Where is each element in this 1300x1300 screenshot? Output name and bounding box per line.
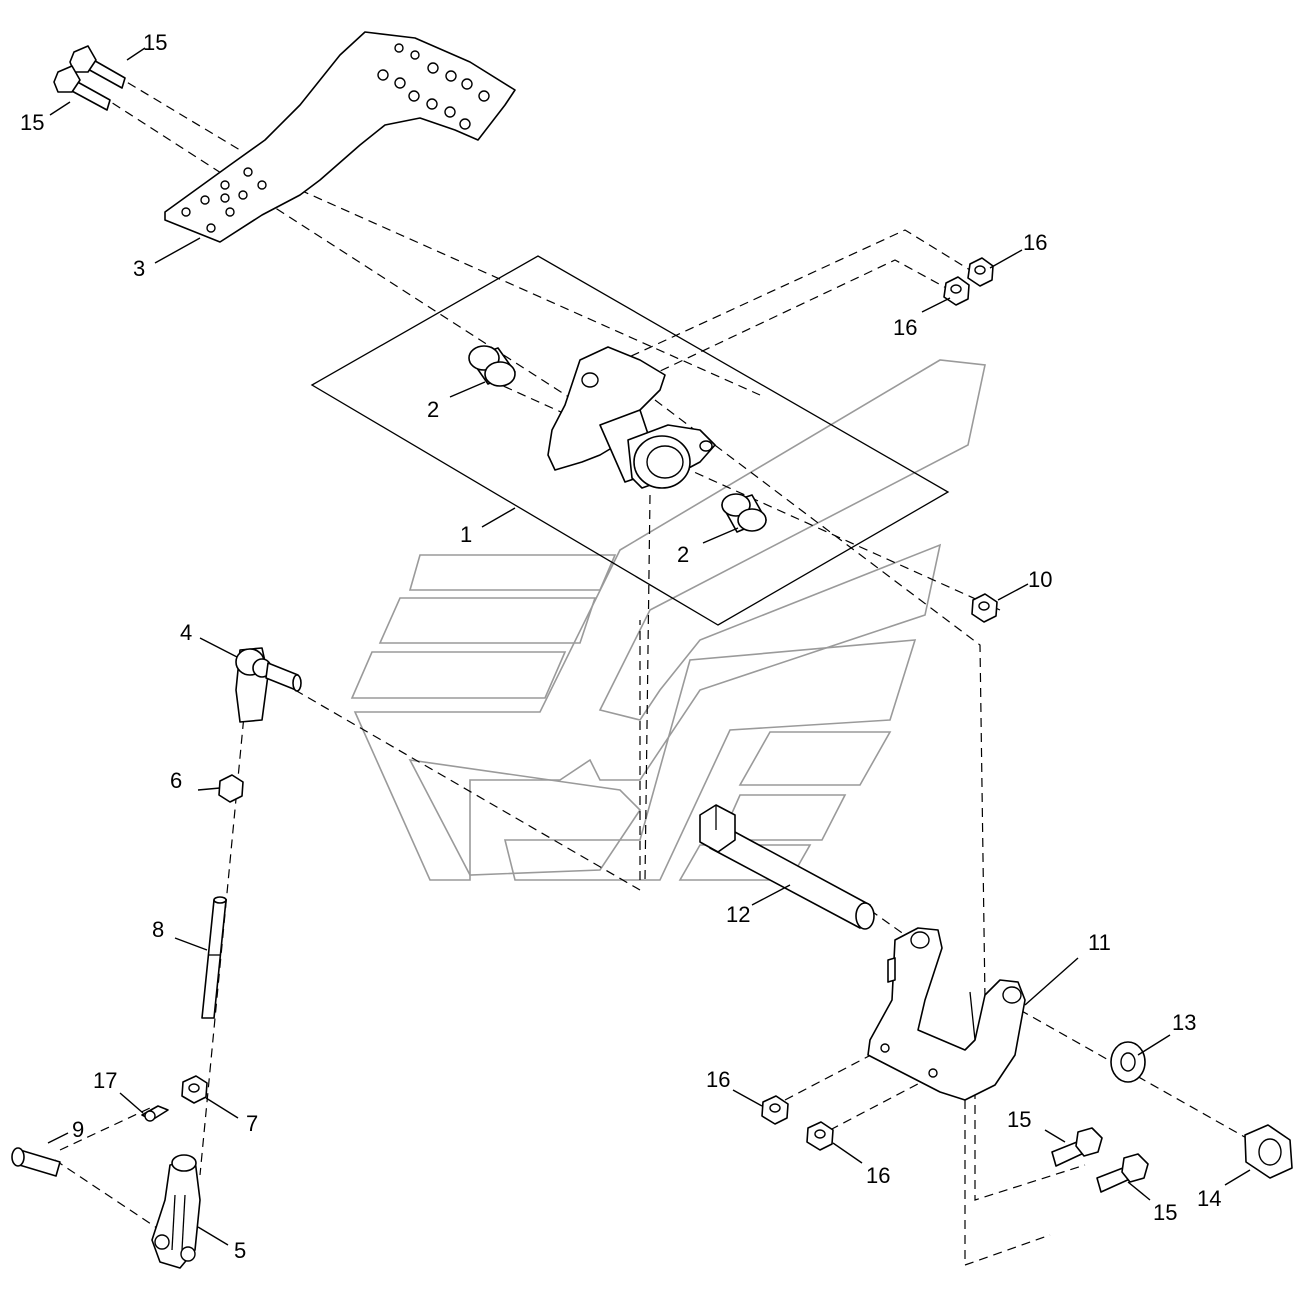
nut-bottom-1	[761, 1095, 789, 1125]
callout-14: 14	[1197, 1186, 1221, 1211]
callout-13: 13	[1172, 1010, 1196, 1035]
callout-16-bottom-2: 16	[866, 1163, 890, 1188]
callout-16-top-1: 16	[1023, 230, 1047, 255]
bolt-top-2	[53, 65, 111, 111]
callout-5: 5	[234, 1238, 246, 1263]
pedal-arm	[164, 31, 516, 243]
bolt-bottom-2	[1096, 1153, 1149, 1193]
callout-16-bottom-1: 16	[706, 1067, 730, 1092]
nut-10	[971, 593, 998, 623]
nut-bottom-2	[806, 1121, 834, 1151]
callout-9: 9	[72, 1117, 84, 1142]
callout-15-bottom-1: 15	[1007, 1107, 1031, 1132]
leader-lines	[47, 47, 1251, 1246]
callout-17: 17	[93, 1068, 117, 1093]
bushing-upper	[468, 345, 516, 387]
nut-top-2	[943, 276, 970, 306]
callout-3: 3	[133, 256, 145, 281]
callout-10: 10	[1028, 567, 1052, 592]
pedal-pivot-bracket	[547, 346, 716, 489]
callout-11: 11	[1088, 930, 1111, 955]
nut-top-1	[967, 257, 994, 287]
callout-1: 1	[460, 522, 472, 547]
pivot-bolt	[699, 804, 875, 930]
watermark-logo	[350, 359, 986, 881]
pedal-mounting-plate	[310, 255, 950, 626]
callout-2-upper: 2	[427, 397, 439, 422]
retaining-clip	[141, 1105, 169, 1122]
washer	[1110, 1041, 1146, 1083]
callout-2-lower: 2	[677, 542, 689, 567]
callout-15-top-2: 15	[20, 110, 44, 135]
callout-16-top-2: 16	[893, 315, 917, 340]
bushing-lower	[721, 493, 767, 533]
clevis	[151, 1154, 201, 1269]
callout-8: 8	[152, 917, 164, 942]
callout-6: 6	[170, 768, 182, 793]
bolt-top-1	[69, 45, 126, 89]
large-nut	[1244, 1124, 1293, 1179]
callout-4: 4	[180, 620, 192, 645]
callout-12: 12	[726, 902, 750, 927]
threaded-rod	[201, 896, 227, 1019]
jam-nut-7	[181, 1075, 208, 1104]
rod-end-ball-joint	[235, 647, 302, 723]
lever-bracket	[867, 927, 1026, 1101]
callout-15-top-1: 15	[143, 30, 167, 55]
clevis-pin	[11, 1147, 61, 1177]
callout-labels: 15 15 3 16 16 2 1 2 10 4 6 12 8 11 13 17…	[20, 30, 1221, 1263]
callout-7: 7	[246, 1111, 258, 1136]
bolt-bottom-1	[1051, 1127, 1103, 1167]
callout-15-bottom-2: 15	[1153, 1200, 1177, 1225]
jam-nut-6	[218, 774, 244, 803]
assembly-lines	[54, 74, 1251, 1266]
